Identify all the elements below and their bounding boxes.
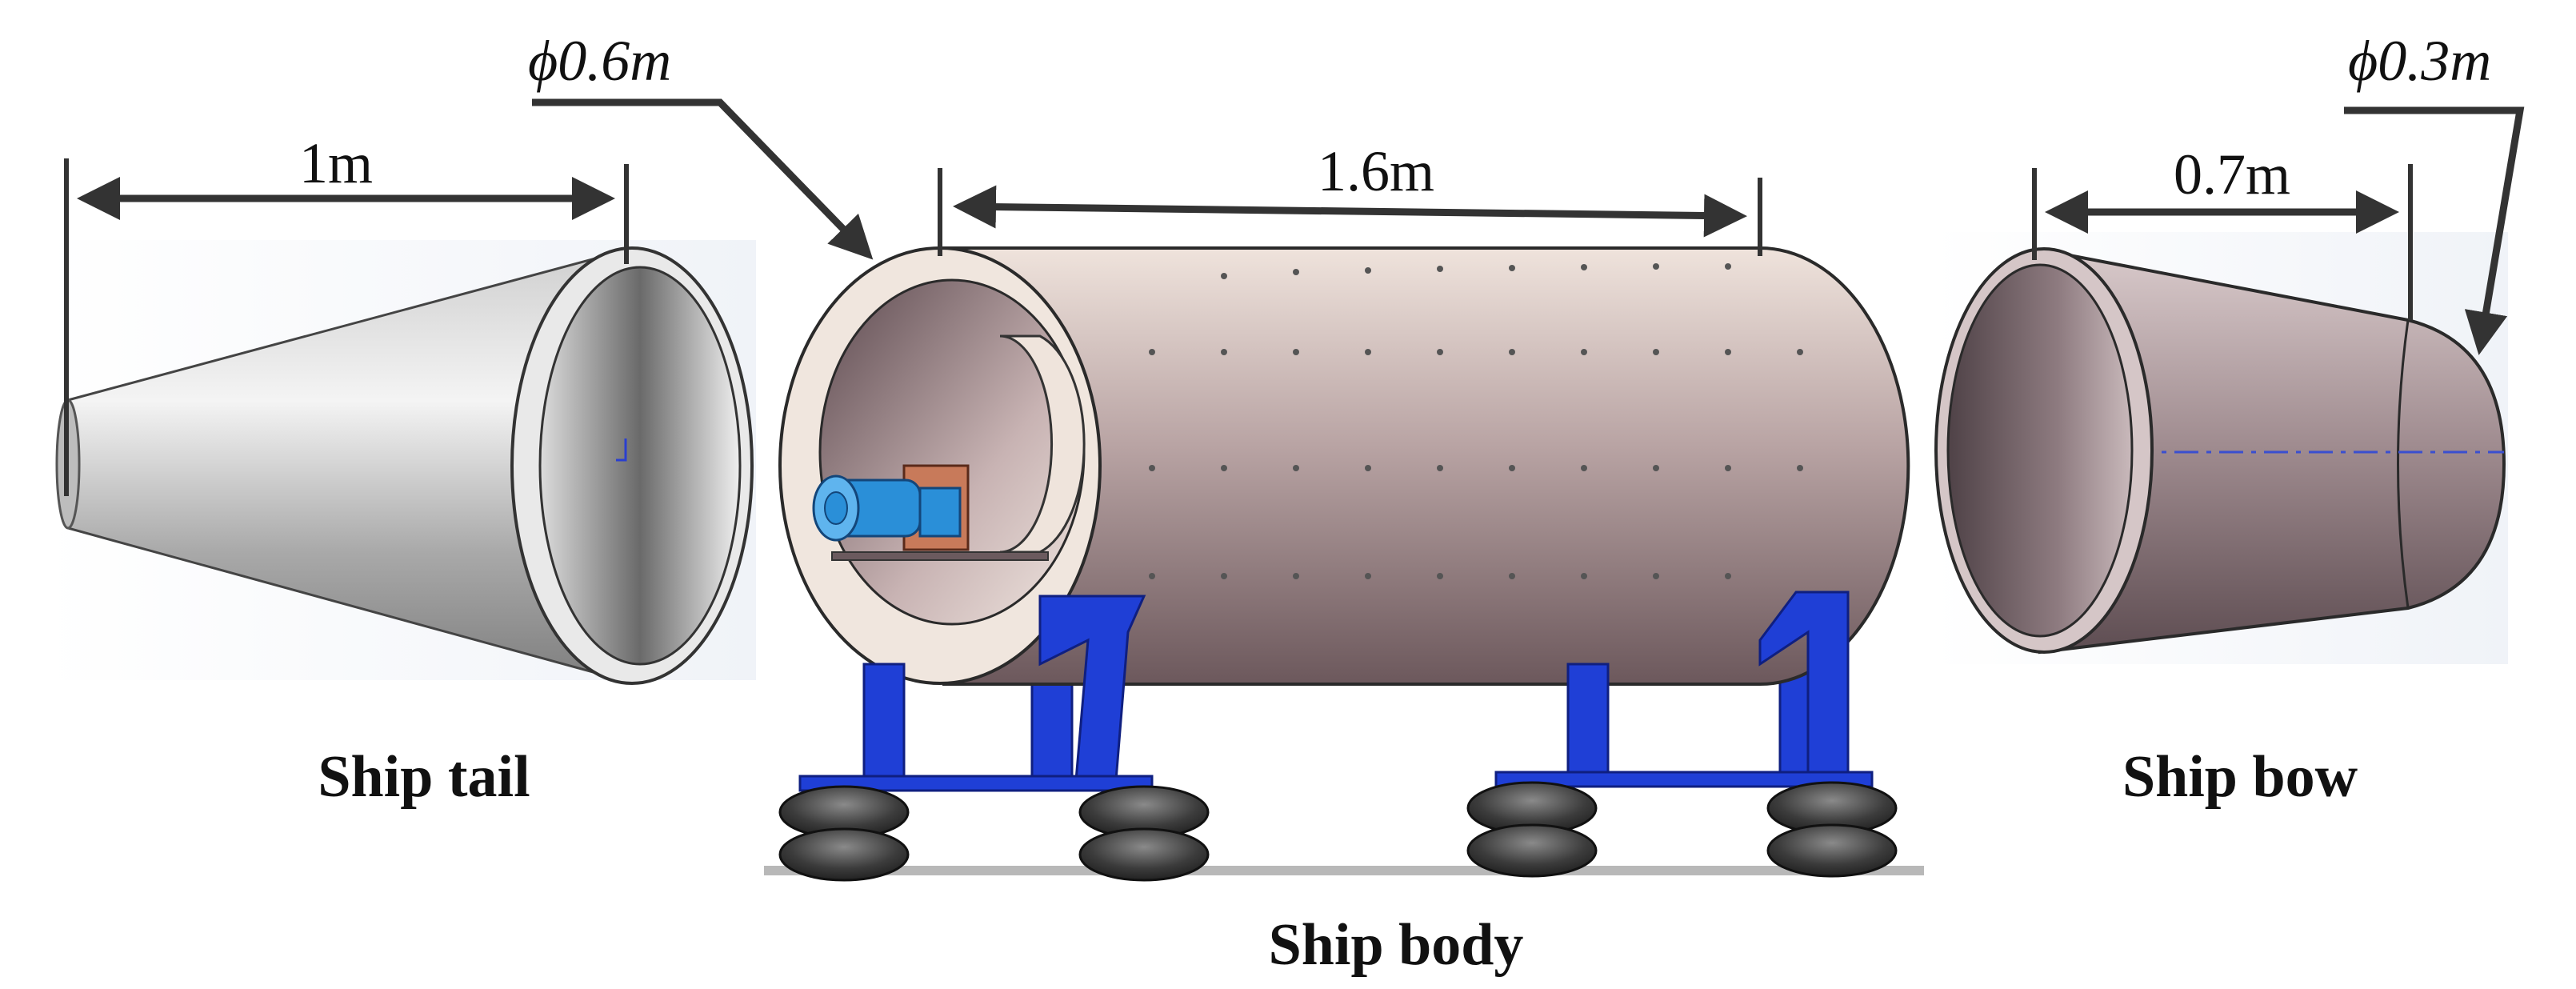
ground-plate bbox=[764, 866, 1924, 875]
ship-body bbox=[764, 246, 1924, 882]
inner-floor bbox=[831, 551, 1049, 561]
bow-caption: Ship bow bbox=[2122, 744, 2358, 810]
bow-tip-seam bbox=[2397, 319, 2410, 609]
airbags bbox=[778, 781, 1898, 882]
dimension-bow-diameter: ϕ0.3m bbox=[2344, 29, 2525, 355]
front-support bbox=[798, 591, 1874, 792]
tail-length-label: 1m bbox=[299, 131, 373, 195]
tail-rim-inner bbox=[538, 266, 742, 666]
hull-front-opening bbox=[818, 278, 1086, 626]
ship-tail bbox=[44, 240, 756, 685]
bow-rim-inner bbox=[1946, 263, 2134, 638]
body-diameter-label: ϕ0.6m bbox=[528, 29, 671, 93]
body-length-label: 1.6m bbox=[1318, 139, 1434, 203]
bow-length-label: 0.7m bbox=[2174, 142, 2290, 206]
tail-caption: Ship tail bbox=[318, 744, 530, 810]
dimension-body-diameter: ϕ0.6m bbox=[528, 29, 874, 260]
ship-bow bbox=[1932, 232, 2508, 664]
hull-rivets bbox=[1149, 263, 1803, 579]
body-caption: Ship body bbox=[1269, 912, 1524, 978]
tail-inner-mark bbox=[616, 438, 627, 462]
motor bbox=[812, 464, 970, 551]
dimension-bow-length: 0.7m bbox=[2032, 142, 2413, 320]
dimension-tail-length: 1m bbox=[64, 131, 629, 496]
bow-diameter-label: ϕ0.3m bbox=[2348, 29, 2491, 93]
dimension-body-length: 1.6m bbox=[938, 139, 1762, 256]
